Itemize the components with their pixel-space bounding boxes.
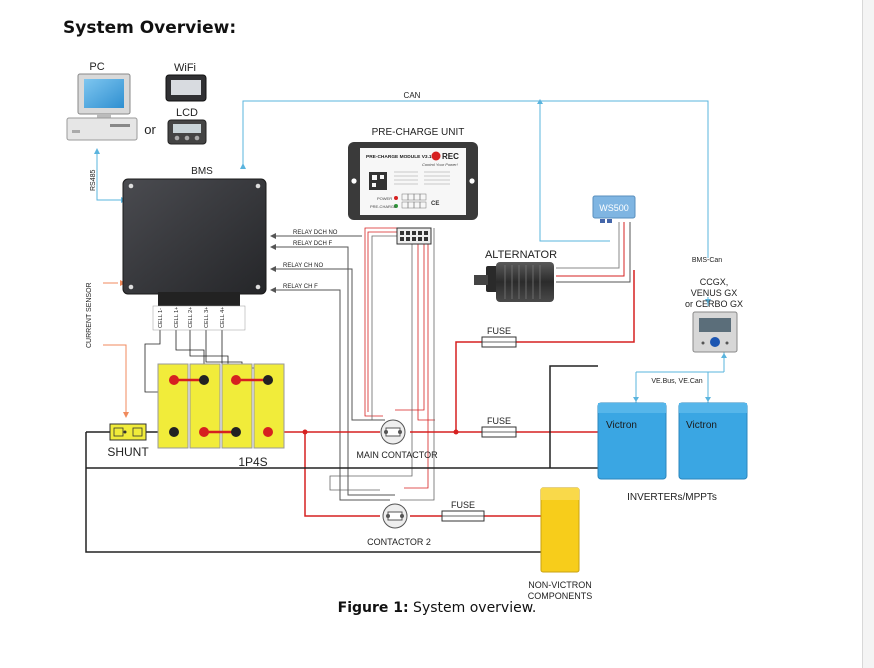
- caption-text: System overview.: [408, 600, 537, 616]
- ws500-regulator: [592, 195, 636, 223]
- bms-label: BMS: [191, 166, 213, 177]
- bms-unit: [122, 178, 267, 331]
- lcd-label: LCD: [176, 107, 198, 119]
- victron-2-label: Victron: [686, 420, 717, 431]
- precharge-wires: [364, 227, 435, 489]
- shunt-label: SHUNT: [107, 445, 149, 459]
- can-bus-lines: [96, 100, 725, 404]
- relay-ch-no-label: RELAY CH NO: [283, 263, 323, 269]
- fuse-3-label: FUSE: [451, 500, 475, 510]
- fuse-1: [481, 336, 517, 348]
- precharge-module: [348, 142, 478, 220]
- venus-label: VENUS GX: [691, 288, 738, 298]
- non-victron-component: [540, 487, 580, 573]
- precharge-unit-label: PRE-CHARGE UNIT: [372, 127, 465, 138]
- lcd-display-icon: [167, 119, 207, 145]
- alternator-icon: [474, 262, 554, 302]
- inverters-label: INVERTERs/MPPTs: [627, 492, 717, 503]
- victron-inverter-2: [678, 402, 748, 480]
- non-victron-label-2: COMPONENTS: [528, 591, 593, 601]
- ce-mark: CE: [431, 201, 439, 207]
- current-sensor-label: CURRENT SENSOR: [86, 282, 93, 348]
- contactor-2-label: CONTACTOR 2: [367, 537, 431, 547]
- cerbo-gx-display: [692, 311, 738, 353]
- power-led-label: POWER: [377, 196, 392, 201]
- victron-inverter-1: [597, 402, 667, 480]
- rec-brand: REC: [442, 152, 459, 161]
- current-sensor-line: [103, 282, 127, 414]
- caption-prefix: Figure 1:: [337, 600, 409, 616]
- fuse-2-label: FUSE: [487, 416, 511, 426]
- alternator-label: ALTERNATOR: [485, 249, 557, 261]
- module-title: PRE-CHARGE MODULE V3.1: [366, 154, 432, 160]
- section-heading: System Overview:: [63, 18, 237, 38]
- relay-dch-f-label: RELAY DCH F: [293, 241, 332, 247]
- precharge-connector: [396, 227, 432, 245]
- fuse-2: [481, 426, 517, 438]
- cell-label: CELL 2+: [188, 307, 194, 328]
- precharge-led-label: PRE-CHARGE: [370, 204, 397, 209]
- wifi-module-icon: [165, 74, 207, 102]
- main-contactor: [380, 419, 406, 445]
- figure-caption: Figure 1: System overview.: [0, 600, 874, 616]
- junction-dots: [302, 429, 459, 435]
- bms-can-label: BMS-Can: [692, 257, 722, 264]
- fuse-3: [441, 510, 485, 522]
- shunt: [109, 423, 147, 441]
- pc-icon: [66, 73, 138, 141]
- or-label: or: [144, 122, 156, 137]
- cerbo-label: or CERBO GX: [685, 299, 743, 309]
- main-contactor-label: MAIN CONTACTOR: [356, 450, 438, 460]
- cell-labels: CELL 1- CELL 1+ CELL 2+ CELL 3+ CELL 4+: [158, 307, 226, 328]
- page-edge: [862, 0, 863, 668]
- cell-label: CELL 4+: [220, 307, 226, 328]
- vebus-label: VE.Bus, VE.Can: [651, 378, 702, 385]
- relay-ch-f-label: RELAY CH F: [283, 284, 318, 290]
- relay-dch-no-label: RELAY DCH NO: [293, 230, 338, 236]
- pc-label: PC: [89, 61, 104, 73]
- cell-label: CELL 1+: [174, 307, 180, 328]
- cell-label: CELL 3+: [204, 307, 210, 328]
- rs485-label: RS485: [90, 169, 97, 191]
- pack-label: 1P4S: [238, 455, 267, 469]
- fuse-1-label: FUSE: [487, 326, 511, 336]
- contactor-2: [382, 503, 408, 529]
- victron-1-label: Victron: [606, 420, 637, 431]
- battery-cells: [157, 363, 285, 449]
- wifi-label: WiFi: [174, 62, 196, 74]
- power-cables-red: [273, 270, 635, 517]
- page-gutter: [863, 0, 874, 668]
- rec-tagline: Control Your Power!: [422, 162, 459, 167]
- ws500-label: WS500: [599, 203, 629, 213]
- power-cables-black: [85, 365, 598, 553]
- non-victron-label-1: NON-VICTRON: [528, 580, 592, 590]
- can-label: CAN: [404, 91, 421, 100]
- cell-label: CELL 1-: [158, 308, 164, 328]
- ws500-wires: [556, 222, 631, 283]
- sensor-arrow-icon: [123, 412, 129, 418]
- relay-arrow-icons: [270, 233, 276, 293]
- relay-wires: [272, 235, 395, 501]
- ccgx-label: CCGX,: [700, 277, 729, 287]
